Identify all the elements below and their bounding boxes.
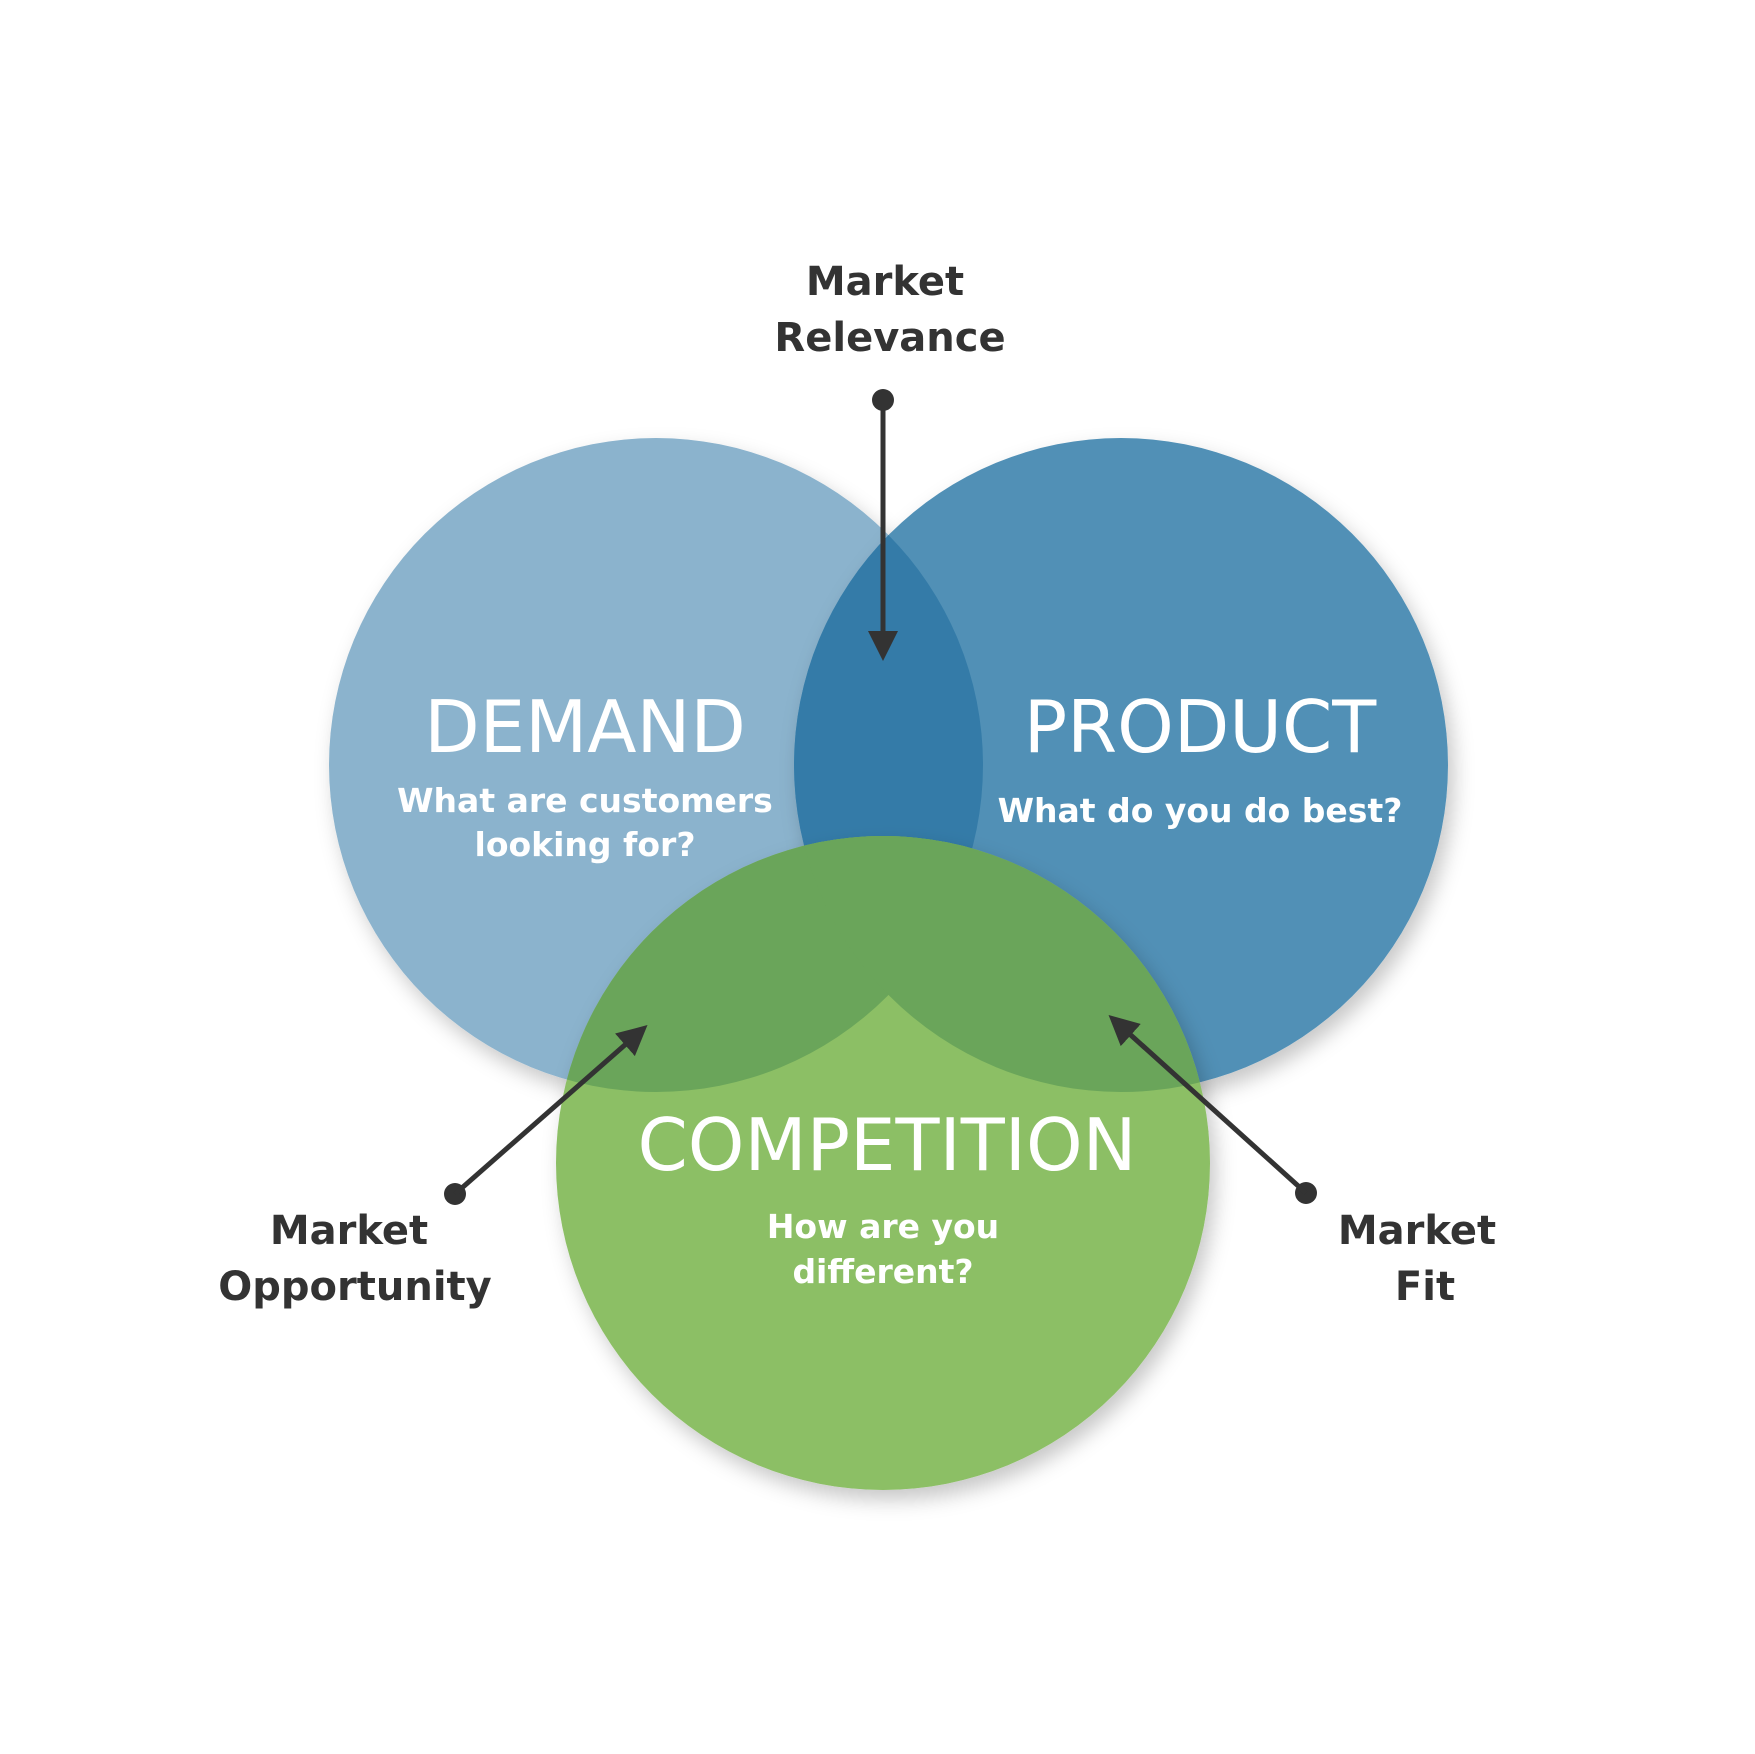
opportunity-label-line-2: Opportunity <box>218 1264 491 1310</box>
opportunity-overlap <box>556 836 983 1092</box>
fit-label-line-2: Fit <box>1395 1264 1455 1310</box>
relevance-label-line-1: Market <box>806 259 964 305</box>
competition-subtitle-line-2: different? <box>792 1252 973 1291</box>
competition-subtitle-line-1: How are you <box>767 1207 999 1246</box>
opportunity-pointer <box>444 1025 648 1205</box>
demand-subtitle-line-1: What are customers <box>397 781 773 820</box>
demand-subtitle-line-2: looking for? <box>475 825 696 864</box>
fit-overlap <box>794 836 1210 1092</box>
relevance-label-line-2: Relevance <box>774 315 1005 361</box>
product-subtitle: What do you do best? <box>998 791 1403 830</box>
fit-label-line-1: Market <box>1338 1208 1496 1254</box>
opportunity-label-line-1: Market <box>270 1208 428 1254</box>
demand-title: DEMAND <box>424 685 746 769</box>
product-title: PRODUCT <box>1024 685 1378 769</box>
relevance-pointer <box>868 389 898 661</box>
fit-pointer <box>1108 1014 1317 1204</box>
competition-title: COMPETITION <box>638 1103 1137 1187</box>
